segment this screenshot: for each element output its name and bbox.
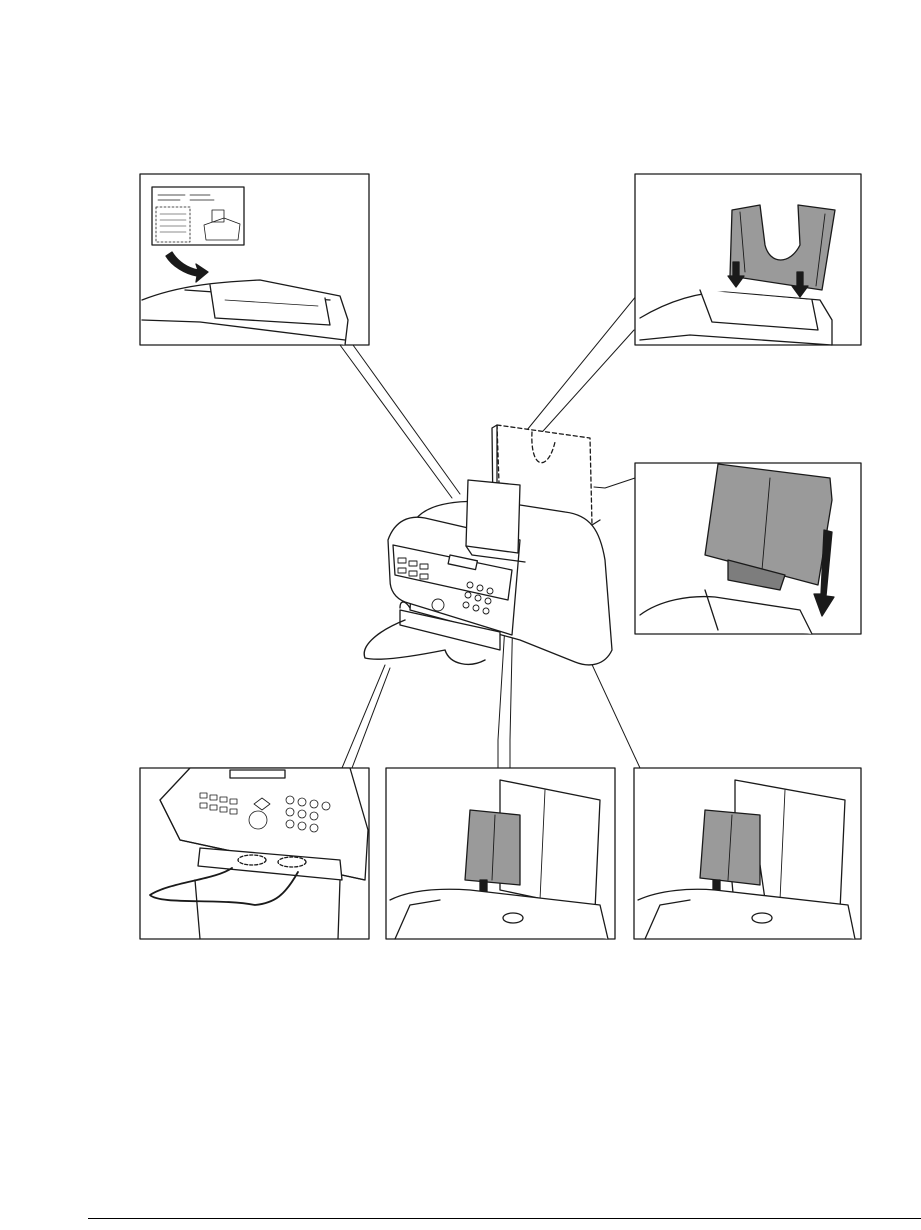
- panel-cable: [140, 768, 369, 939]
- panel-sticker: [140, 174, 369, 345]
- panel-tray-lower: [634, 768, 861, 939]
- panel-tray-insert: [386, 768, 615, 939]
- panel-support-tray: [635, 174, 861, 345]
- panel-paper-rest: [635, 463, 861, 634]
- fax-machine: [364, 425, 612, 665]
- instruction-sticker-icon: [152, 187, 244, 245]
- footer-rule: [88, 1218, 921, 1219]
